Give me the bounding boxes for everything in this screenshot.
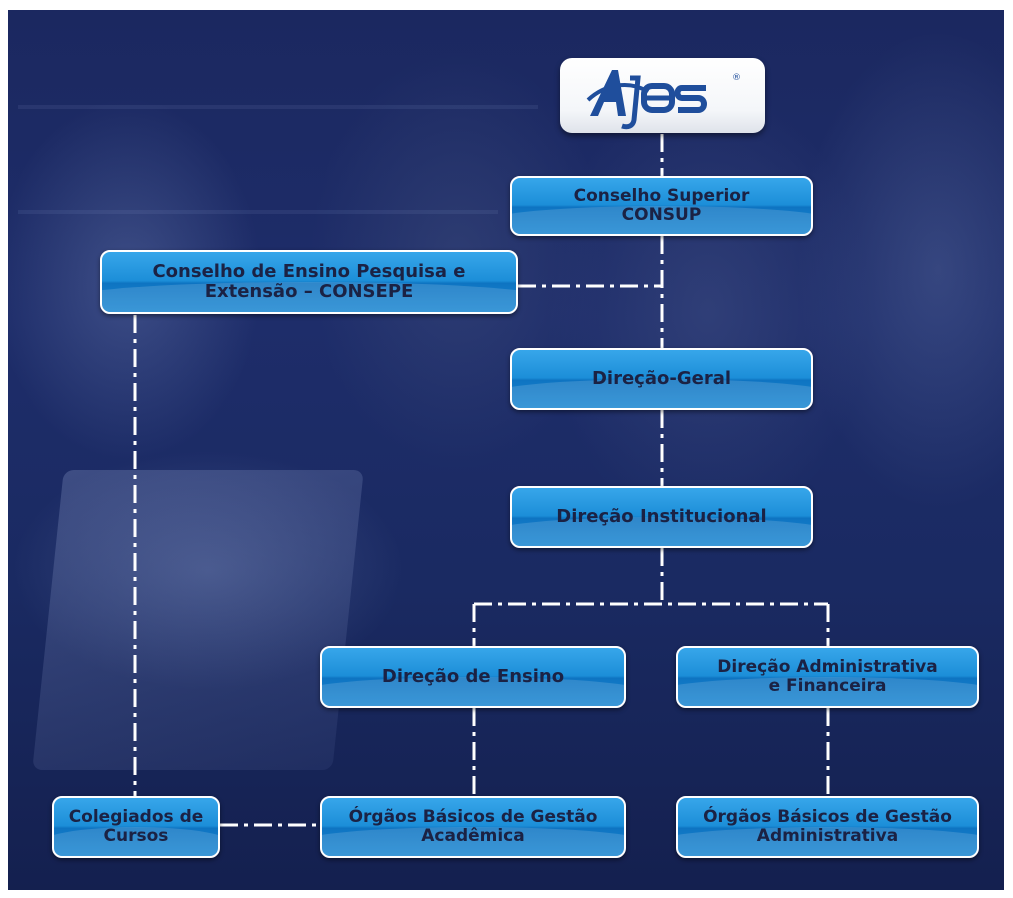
node-direcao-ensino[interactable]: Direção de Ensino bbox=[320, 646, 626, 708]
node-orgaos-administrativa-line2: Administrativa bbox=[756, 826, 899, 846]
node-consepe-line1: Conselho de Ensino Pesquisa e bbox=[152, 261, 466, 283]
background-shelf bbox=[18, 105, 538, 109]
node-direcao-administrativa-line2: e Financeira bbox=[768, 676, 887, 696]
node-direcao-institucional-label: Direção Institucional bbox=[556, 506, 767, 528]
node-consepe-line2: Extensão – CONSEPE bbox=[204, 281, 414, 302]
connector-lines bbox=[133, 134, 830, 827]
node-direcao-ensino-label: Direção de Ensino bbox=[381, 666, 565, 688]
node-conselho-superior-line1: Conselho Superior bbox=[573, 186, 750, 207]
node-direcao-institucional[interactable]: Direção Institucional bbox=[510, 486, 813, 548]
node-colegiados-cursos-line1: Colegiados de bbox=[68, 807, 204, 828]
ajes-logo-mark: ® bbox=[586, 70, 741, 130]
node-orgaos-academica-line1: Órgãos Básicos de Gestão bbox=[348, 807, 598, 828]
logo-letter-j-icon bbox=[621, 75, 641, 130]
registered-mark: ® bbox=[732, 73, 741, 83]
node-direcao-geral-label: Direção-Geral bbox=[591, 368, 732, 390]
node-direcao-geral[interactable]: Direção-Geral bbox=[510, 348, 813, 410]
background-shelf bbox=[18, 210, 498, 214]
node-conselho-superior-line2: CONSUP bbox=[621, 205, 702, 225]
node-orgaos-academica-line2: Acadêmica bbox=[421, 826, 525, 846]
node-orgaos-administrativa-line1: Órgãos Básicos de Gestão bbox=[703, 807, 952, 828]
logo-letter-s-icon bbox=[674, 85, 707, 113]
node-colegiados-cursos-line2: Cursos bbox=[103, 826, 169, 846]
logo-letter-a-icon bbox=[590, 70, 626, 116]
node-direcao-administrativa-line1: Direção Administrativa bbox=[717, 657, 938, 678]
ajes-logo: ® bbox=[560, 58, 765, 133]
